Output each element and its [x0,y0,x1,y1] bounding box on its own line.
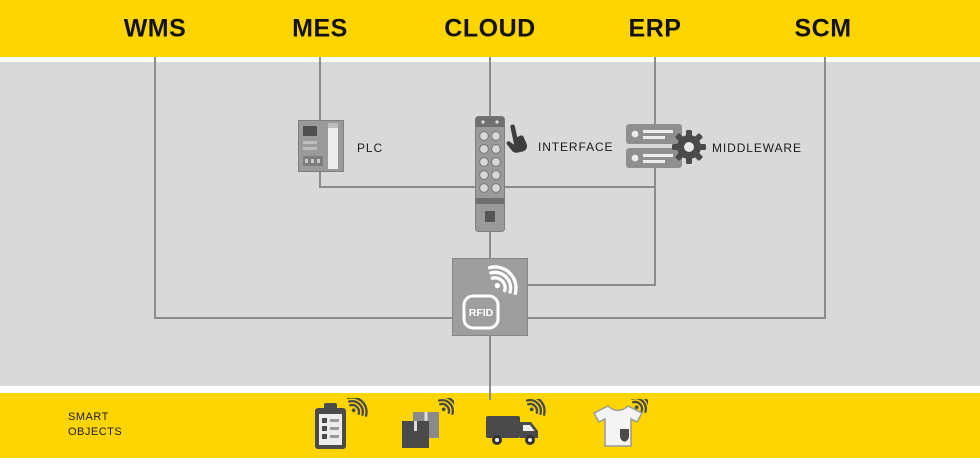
middleware-device [626,122,708,179]
system-label-cloud: CLOUD [444,14,536,42]
boxes-icon [402,390,463,448]
smart-object-clipboard [312,391,373,459]
system-label-scm: SCM [794,14,852,42]
t-shirt-icon [592,388,656,447]
hand-tap-icon [506,124,528,153]
smart-objects-label: SMART OBJECTS [68,411,123,438]
smart-object-truck [484,390,554,456]
signal-icon [342,391,373,422]
middleware-label: MIDDLEWARE [712,141,802,155]
rfid-label: RFID [469,307,494,319]
system-label-erp: ERP [628,14,682,42]
clipboard-checklist-icon [315,391,373,449]
smart-object-boxes [396,390,463,459]
smart-objects-band: SMART OBJECTS [0,388,980,459]
io-module-icon [475,116,505,232]
signal-icon [520,390,551,421]
plc-device [298,120,344,177]
rfid-reader-icon: RFID [452,258,528,336]
system-label-mes: MES [292,14,348,42]
server-gear-icon [626,124,706,168]
plc-label: PLC [357,141,384,155]
rfid-device: RFID [452,258,528,341]
gear-icon [672,130,706,164]
smart-object-tshirt [588,388,656,456]
interface-label: INTERFACE [538,140,614,154]
interface-device [475,116,505,237]
truck-icon [486,390,551,445]
system-label-wms: WMS [123,14,187,42]
interface-pointer [501,122,533,161]
plc-controller-icon [298,120,344,172]
top-band: WMS MES CLOUD ERP SCM [0,0,980,57]
